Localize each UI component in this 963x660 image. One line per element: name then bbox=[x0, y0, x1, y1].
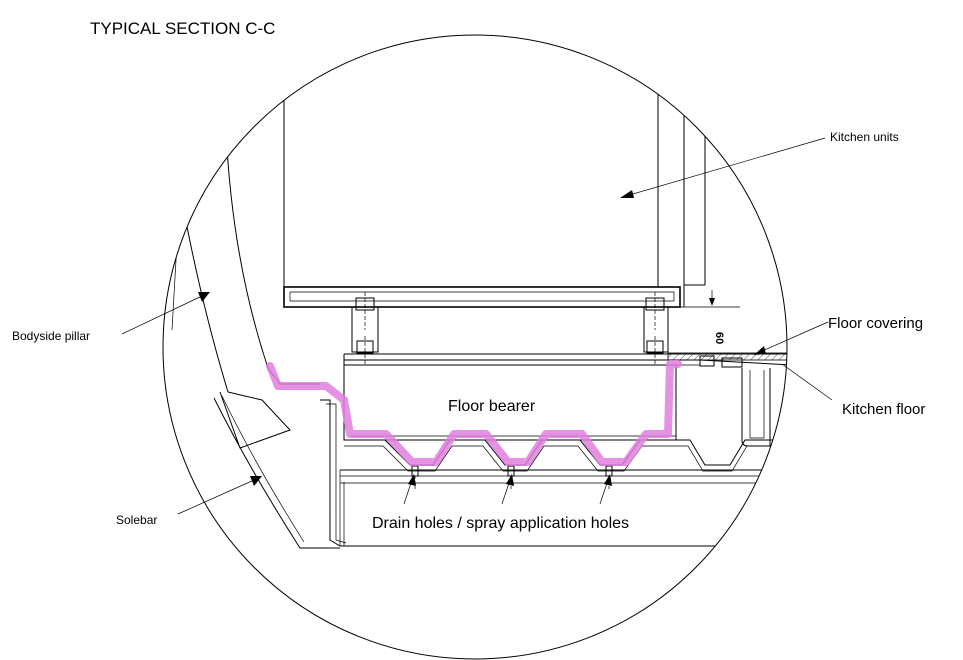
label-kitchen-floor: Kitchen floor bbox=[842, 401, 925, 418]
section-geometry bbox=[171, 60, 787, 549]
sealant-profile bbox=[266, 360, 682, 466]
dimension-60: 60 bbox=[680, 290, 740, 344]
mounting-brackets bbox=[351, 292, 669, 365]
label-floor-bearer: Floor bearer bbox=[448, 398, 536, 415]
label-bodyside-pillar: Bodyside pillar bbox=[12, 329, 90, 343]
detail-circle bbox=[162, 34, 788, 660]
dimension-label: 60 bbox=[713, 332, 725, 344]
bodyside-pillar bbox=[171, 129, 340, 549]
right-pocket bbox=[741, 368, 771, 447]
label-drain-holes: Drain holes / spray application holes bbox=[372, 515, 629, 532]
kitchen-floor-panel bbox=[667, 352, 787, 368]
label-floor-covering: Floor covering bbox=[828, 315, 923, 332]
label-kitchen-units: Kitchen units bbox=[830, 130, 899, 144]
drawing-title: TYPICAL SECTION C-C bbox=[90, 19, 275, 38]
kitchen-unit bbox=[283, 60, 706, 308]
label-solebar: Solebar bbox=[116, 513, 157, 527]
solebar-channel bbox=[320, 399, 787, 547]
leader-lines bbox=[121, 137, 833, 515]
